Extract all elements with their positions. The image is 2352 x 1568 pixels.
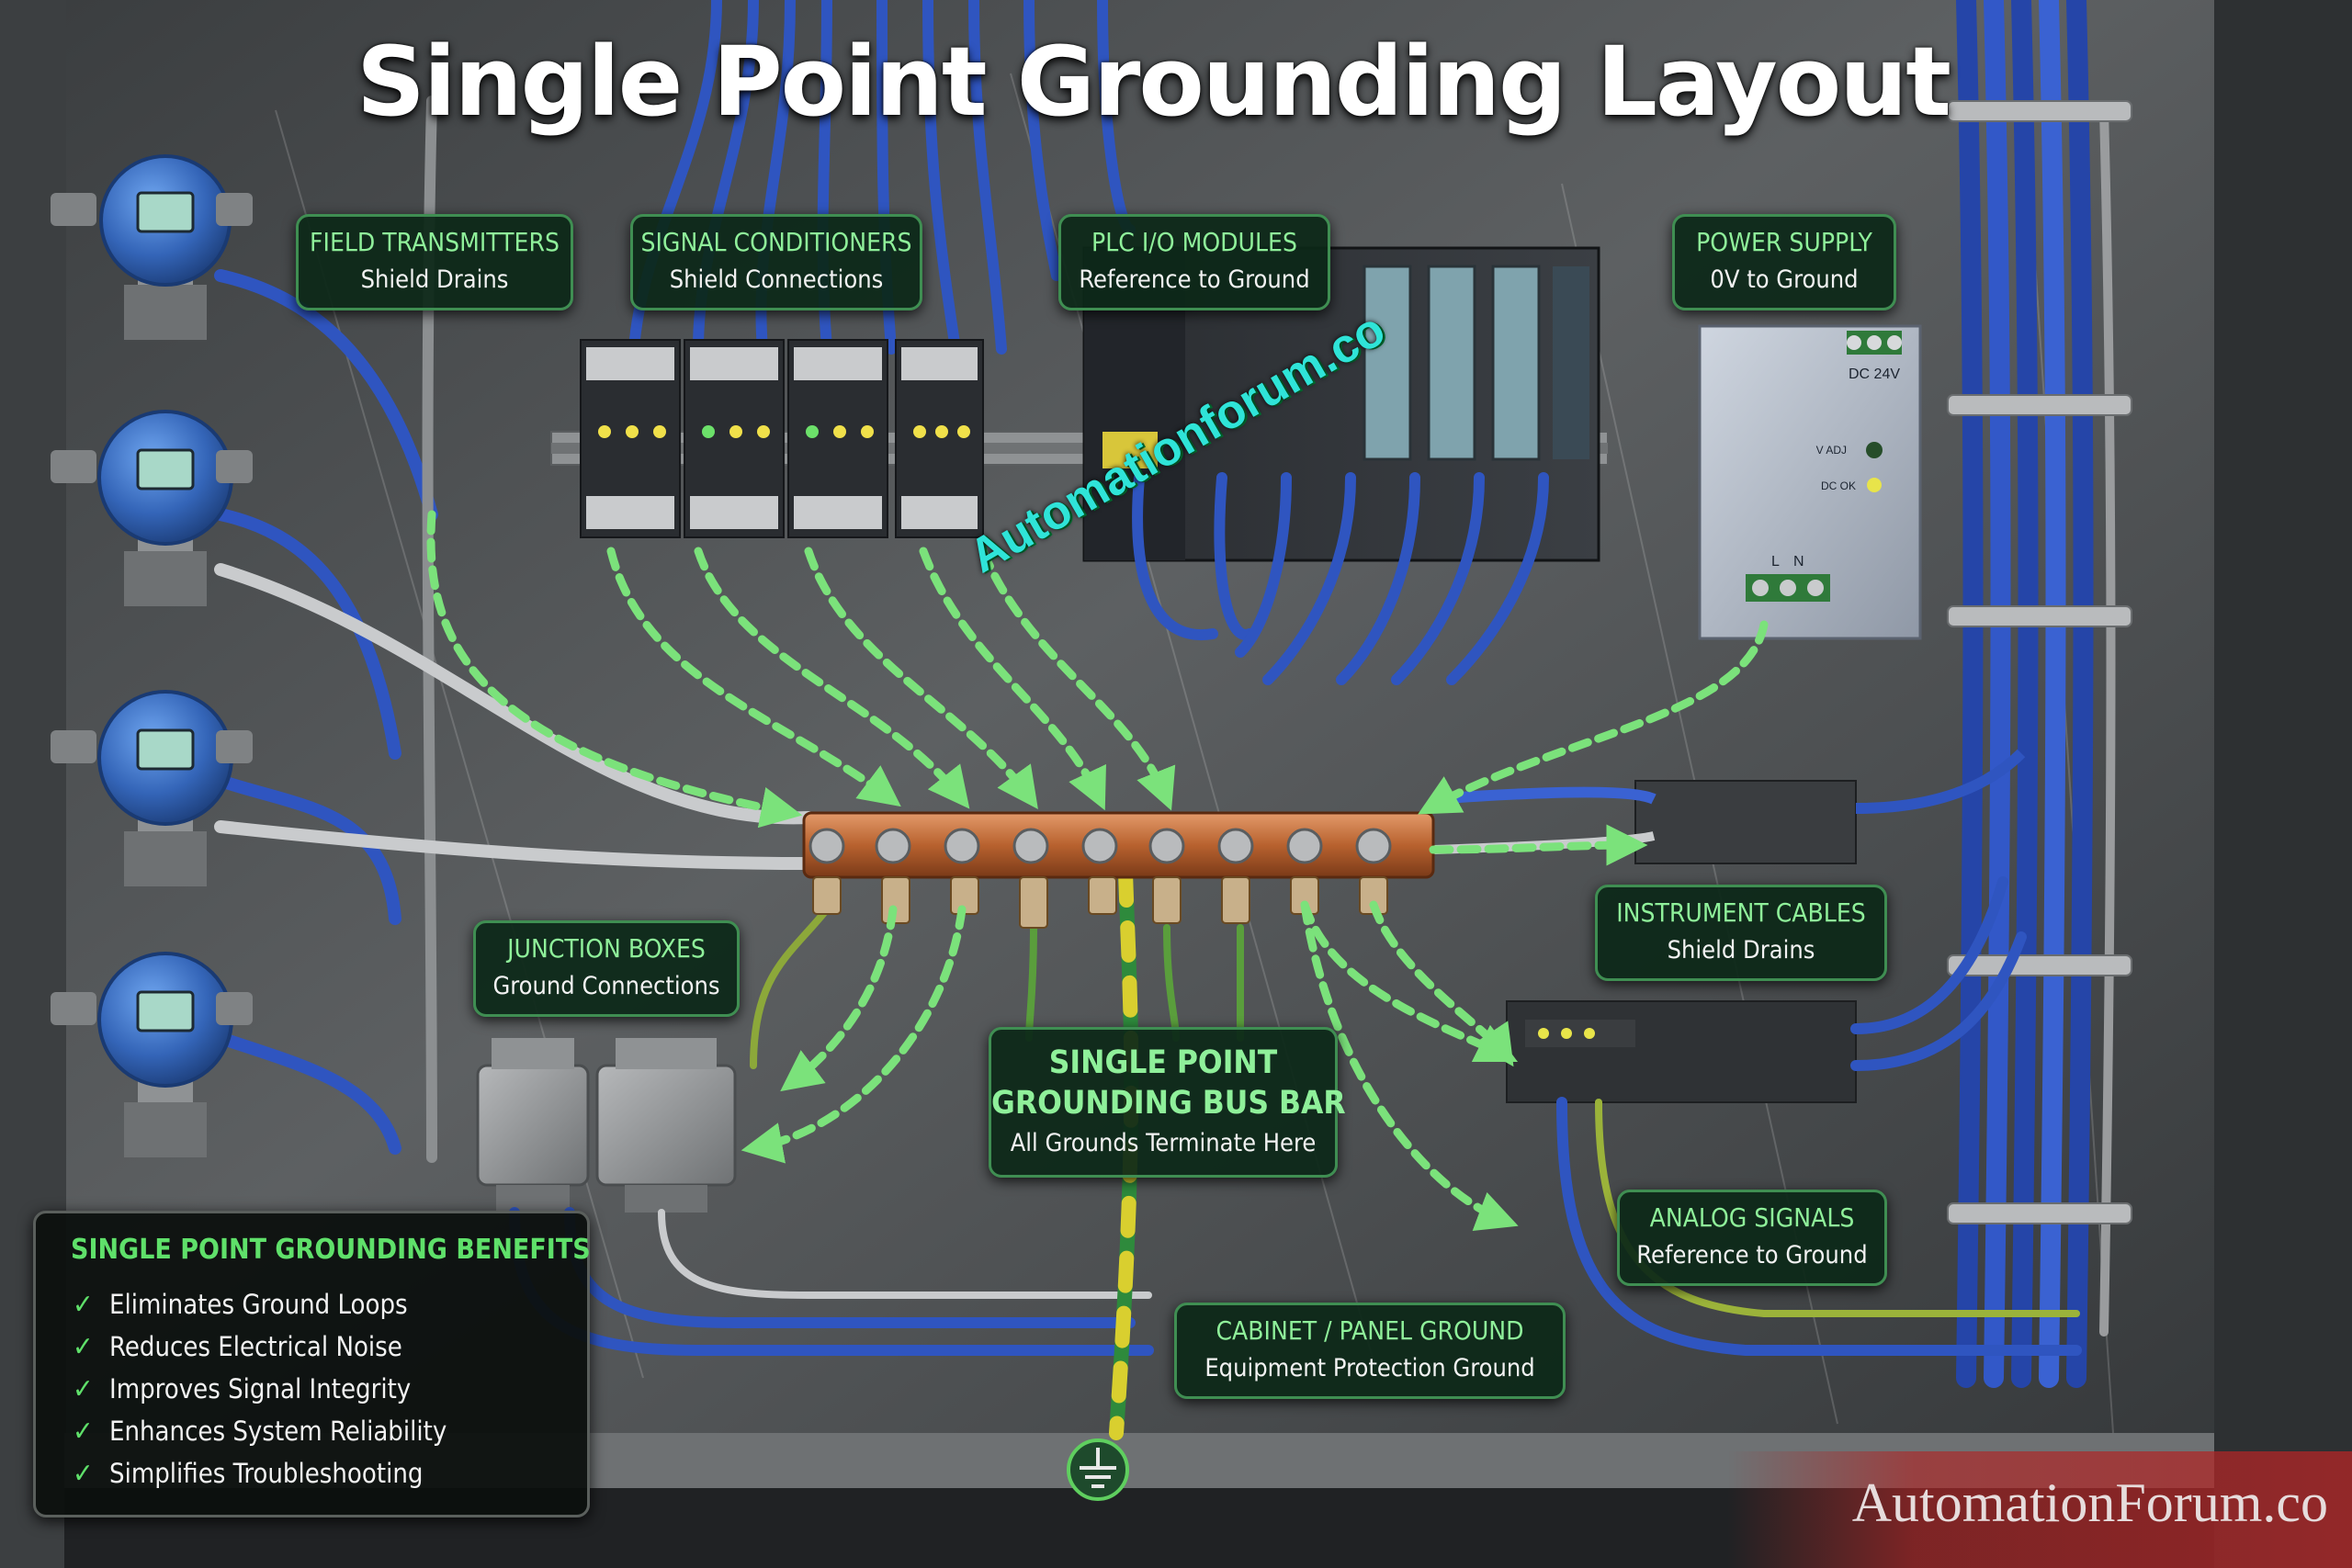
benefit-text: Improves Signal Integrity <box>109 1373 412 1404</box>
benefit-item: ✓ Eliminates Ground Loops <box>73 1283 447 1325</box>
benefits-list: ✓ Eliminates Ground Loops ✓ Reduces Electr… <box>73 1283 447 1495</box>
label-cabinet-ground: CABINET / PANEL GROUND Equipment Protect… <box>1174 1303 1566 1399</box>
ground-path-arrows <box>426 510 1769 1231</box>
label-power-supply-title: POWER SUPPLY <box>1696 227 1872 257</box>
psu-adj-text: V ADJ <box>1816 444 1847 457</box>
label-signal-conditioners-title: SIGNAL CONDITIONERS <box>640 227 912 257</box>
plc-module-1 <box>1363 265 1412 461</box>
label-junction-boxes: JUNCTION BOXES Ground Connections <box>473 920 740 1017</box>
benefits-panel: SINGLE POINT GROUNDING BENEFITS ✓ Elimina… <box>33 1211 591 1517</box>
label-junction-boxes-subtitle: Ground Connections <box>492 972 720 1000</box>
plc-module-3 <box>1491 265 1541 461</box>
label-power-supply: POWER SUPPLY 0V to Ground <box>1672 214 1896 310</box>
label-cabinet-ground-title: CABINET / PANEL GROUND <box>1216 1315 1524 1346</box>
benefit-text: Eliminates Ground Loops <box>109 1289 408 1320</box>
label-instrument-cables-title: INSTRUMENT CABLES <box>1616 897 1866 928</box>
psu-adj-led <box>1866 442 1883 458</box>
cable-clamps <box>1947 100 2132 1224</box>
conditioner-group-4 <box>895 339 984 538</box>
benefit-item: ✓ Reduces Electrical Noise <box>73 1325 447 1368</box>
label-plc-io-subtitle: Reference to Ground <box>1079 265 1310 294</box>
label-field-transmitters-title: FIELD TRANSMITTERS <box>310 227 560 257</box>
check-icon: ✓ <box>73 1458 94 1490</box>
label-bus-bar-title-line2: GROUNDING BUS BAR <box>991 1085 1346 1122</box>
label-bus-bar: SINGLE POINT GROUNDING BUS BAR All Groun… <box>989 1027 1346 1178</box>
transmitter-3 <box>51 690 253 886</box>
benefit-item: ✓ Enhances System Reliability <box>73 1410 447 1452</box>
transmitter-4 <box>51 952 253 1157</box>
label-junction-boxes-title: JUNCTION BOXES <box>507 933 706 964</box>
label-plc-io-title: PLC I/O MODULES <box>1091 227 1297 257</box>
transmitter-cables <box>214 96 815 1163</box>
label-field-transmitters-subtitle: Shield Drains <box>360 265 509 294</box>
junction-box-1 <box>476 1038 590 1213</box>
transmitter-2 <box>51 410 253 606</box>
label-signal-conditioners: SIGNAL CONDITIONERS Shield Connections <box>630 214 922 310</box>
benefit-text: Enhances System Reliability <box>109 1416 447 1447</box>
plc-module-2 <box>1427 265 1476 461</box>
check-icon: ✓ <box>73 1416 94 1448</box>
benefit-item: ✓ Simplifies Troubleshooting <box>73 1452 447 1495</box>
junction-box-2 <box>595 1038 737 1213</box>
right-cable-trunk <box>1956 0 2116 1388</box>
label-bus-bar-title-line1: SINGLE POINT <box>1048 1044 1278 1081</box>
brand-banner: AutomationForum.co <box>1727 1451 2352 1568</box>
psu-n-text: N <box>1793 554 1804 570</box>
benefit-text: Simplifies Troubleshooting <box>109 1458 424 1489</box>
label-analog-signals: ANALOG SIGNALS Reference to Ground <box>1617 1190 1887 1286</box>
conditioner-group-2 <box>684 339 785 538</box>
field-transmitters <box>51 154 253 1157</box>
label-signal-conditioners-subtitle: Shield Connections <box>669 265 884 294</box>
check-icon: ✓ <box>73 1331 94 1363</box>
label-field-transmitters: FIELD TRANSMITTERS Shield Drains <box>296 214 573 310</box>
ground-earth-symbol <box>1067 1438 1129 1501</box>
label-plc-io: PLC I/O MODULES Reference to Ground <box>1058 214 1330 310</box>
enclosure-right-wall <box>2214 0 2352 1568</box>
psu-dcok-led <box>1867 478 1882 492</box>
psu-dcok-text: DC OK <box>1821 479 1856 492</box>
check-icon: ✓ <box>73 1373 94 1405</box>
benefit-text: Reduces Electrical Noise <box>109 1331 402 1362</box>
power-supply-unit: DC 24V V ADJ DC OK L N <box>1698 324 1922 640</box>
brand-text: AutomationForum.co <box>1851 1472 2328 1533</box>
label-power-supply-subtitle: 0V to Ground <box>1710 265 1859 294</box>
benefit-item: ✓ Improves Signal Integrity <box>73 1368 447 1410</box>
signal-conditioners <box>580 339 984 538</box>
label-cabinet-ground-subtitle: Equipment Protection Ground <box>1204 1354 1535 1382</box>
label-bus-bar-subtitle: All Grounds Terminate Here <box>1010 1129 1317 1157</box>
label-analog-signals-subtitle: Reference to Ground <box>1636 1241 1868 1269</box>
label-instrument-cables-subtitle: Shield Drains <box>1667 936 1815 964</box>
plc-io-rack <box>1082 246 1600 685</box>
benefits-title: SINGLE POINT GROUNDING BENEFITS <box>71 1234 591 1266</box>
psu-l-text: L <box>1771 554 1780 570</box>
conditioner-group-1 <box>580 339 681 538</box>
label-instrument-cables: INSTRUMENT CABLES Shield Drains <box>1595 885 1887 981</box>
check-icon: ✓ <box>73 1289 94 1321</box>
label-analog-signals-title: ANALOG SIGNALS <box>1649 1202 1855 1233</box>
page-title: Single Point Grounding Layout <box>356 26 1951 138</box>
psu-voltage-text: DC 24V <box>1849 367 1900 382</box>
conditioner-group-3 <box>787 339 888 538</box>
transmitter-1 <box>51 154 253 340</box>
grounding-bus-bar <box>802 811 1435 929</box>
